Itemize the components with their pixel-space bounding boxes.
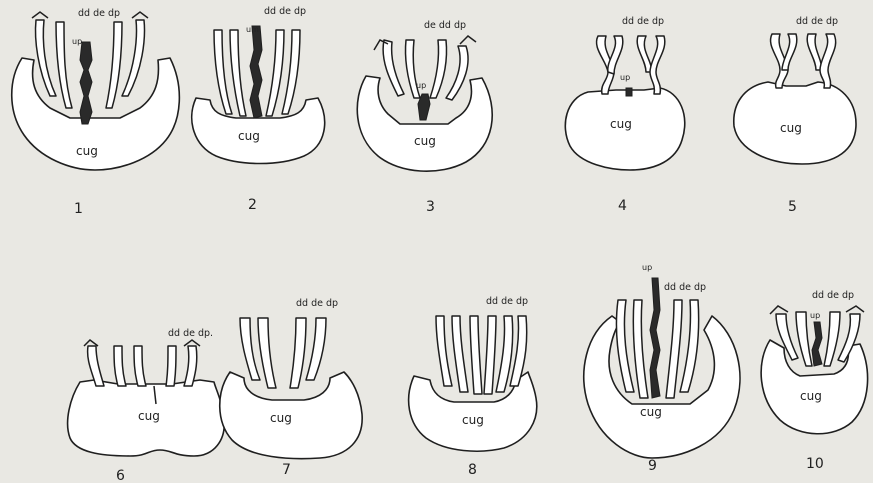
figure-number-3: 3: [426, 199, 435, 215]
cug-label-10: cug: [800, 389, 822, 403]
duct-label-10: dd de dp: [812, 290, 854, 301]
duct-5c: [807, 34, 822, 70]
duct-label-3: de dd dp: [424, 20, 466, 31]
figure-number-6: 6: [116, 468, 125, 483]
duct-1b: [56, 22, 72, 108]
duct-5d: [820, 34, 836, 88]
figure-2: um dd de dp cug 2: [192, 6, 325, 213]
duct-1a: [36, 20, 56, 96]
duct-6b: [114, 346, 126, 386]
figure-number-8: 8: [468, 462, 477, 478]
figure-4: up dd de dp cug 4: [565, 16, 684, 214]
duct-7c: [290, 318, 306, 388]
duct-7b: [258, 318, 276, 388]
cug-label-3: cug: [414, 134, 436, 148]
urogenital-body-9: [584, 316, 740, 458]
duct-2d: [282, 30, 300, 114]
duct-2b: [230, 30, 246, 116]
up-label-1: up: [72, 37, 82, 46]
utricle-4: [626, 88, 632, 96]
cug-label-5: cug: [780, 121, 802, 135]
duct-8d: [484, 316, 496, 394]
duct-6c: [134, 346, 146, 386]
duct-4d: [650, 36, 665, 94]
figure-number-5: 5: [788, 199, 797, 215]
duct-label-2: dd de dp: [264, 6, 306, 17]
up-label-9: up: [642, 263, 652, 272]
up-label-4: up: [620, 73, 630, 82]
duct-label-6: dd de dp.: [168, 328, 213, 339]
um-label-2: um: [246, 25, 259, 34]
duct-4c: [637, 36, 652, 72]
urogenital-body-3: [357, 76, 492, 171]
figure-3: up de dd dp cug 3: [357, 20, 492, 215]
duct-2a: [214, 30, 232, 114]
duct-1d: [122, 20, 144, 96]
duct-4b: [608, 36, 623, 74]
cug-label-6: cug: [138, 409, 160, 423]
utricle-1: [80, 42, 92, 124]
utricle-10: [812, 322, 822, 366]
duct-3a: [383, 40, 404, 96]
duct-10c: [824, 312, 840, 366]
figure-number-2: 2: [248, 197, 257, 213]
duct-8c: [470, 316, 482, 394]
figure-6: dd de dp. cug 6: [68, 328, 225, 483]
figure-number-9: 9: [648, 458, 657, 474]
duct-label-4: dd de dp: [622, 16, 664, 27]
duct-8b: [452, 316, 468, 392]
duct-3c: [430, 40, 447, 98]
duct-9b: [633, 300, 648, 398]
figure-1: up dd de dp cug 1: [12, 8, 180, 217]
duct-label-9: dd de dp: [664, 282, 706, 293]
duct-9d: [680, 300, 699, 392]
figure-number-7: 7: [282, 462, 291, 478]
figure-8: dd de dp cug 8: [409, 296, 537, 478]
cug-label-8: cug: [462, 413, 484, 427]
cug-label-4: cug: [610, 117, 632, 131]
duct-7a: [240, 318, 260, 380]
figure-number-10: 10: [806, 456, 824, 472]
figure-number-1: 1: [74, 201, 83, 217]
figure-9: up dd de dp cug 9: [584, 263, 740, 474]
duct-6d: [166, 346, 176, 386]
duct-label-7: dd de dp: [296, 298, 338, 309]
cug-label-2: cug: [238, 129, 260, 143]
duct-5b: [782, 34, 797, 70]
duct-9c: [666, 300, 682, 398]
up-label-10: up: [810, 311, 820, 320]
duct-3d: [446, 46, 468, 100]
figure-5: dd de dp cug 5: [734, 16, 856, 215]
up-label-3: up: [416, 81, 426, 90]
duct-label-1: dd de dp: [78, 8, 120, 19]
cug-label-1: cug: [76, 144, 98, 158]
figure-7: dd de dp cug 7: [220, 298, 362, 478]
duct-9a: [616, 300, 634, 392]
duct-label-8: dd de dp: [486, 296, 528, 307]
duct-2c: [266, 30, 284, 116]
figure-10: up dd de dp cug 10: [761, 290, 867, 472]
duct-8e: [496, 316, 513, 392]
duct-1c: [106, 22, 122, 108]
duct-label-5: dd de dp: [796, 16, 838, 27]
figure-number-4: 4: [618, 198, 627, 214]
utricle-2: [250, 26, 262, 118]
duct-7d: [306, 318, 326, 380]
duct-8a: [436, 316, 452, 386]
duct-tip-6: [84, 340, 200, 346]
utricle-9: [650, 278, 660, 398]
cug-label-9: cug: [640, 405, 662, 419]
cug-label-7: cug: [270, 411, 292, 425]
